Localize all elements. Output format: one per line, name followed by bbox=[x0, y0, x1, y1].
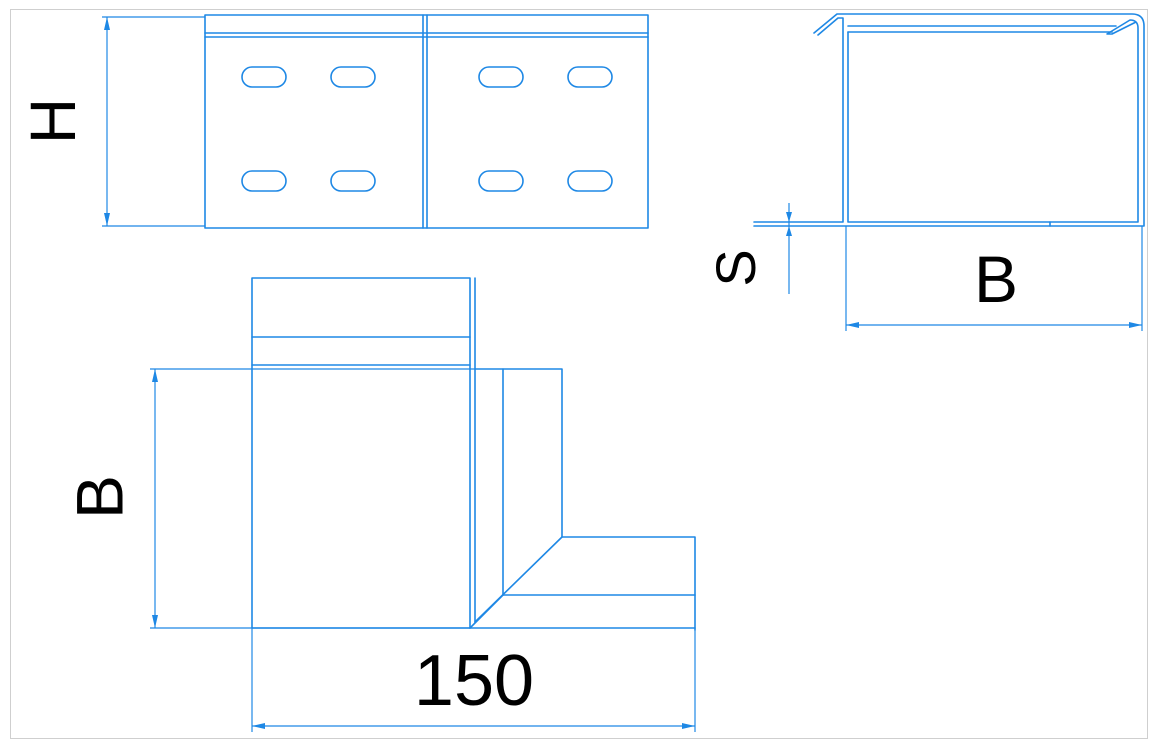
slot-holes bbox=[241, 66, 613, 192]
dimension-s-label: S bbox=[704, 249, 767, 286]
plan-view: B 150 bbox=[62, 277, 696, 732]
slot-hole bbox=[567, 66, 613, 88]
dimension-b-plan-label: B bbox=[62, 475, 136, 519]
front-view-outline bbox=[204, 14, 649, 229]
dimension-h: H bbox=[17, 16, 205, 227]
front-view: H bbox=[17, 14, 649, 229]
slot-hole bbox=[330, 66, 376, 88]
slot-hole bbox=[478, 66, 524, 88]
dimension-150: 150 bbox=[251, 628, 696, 732]
side-view: S B bbox=[704, 13, 1145, 331]
slot-hole bbox=[241, 170, 287, 192]
dimension-s: S bbox=[704, 203, 792, 294]
side-view-profile bbox=[753, 13, 1145, 227]
slot-hole bbox=[478, 170, 524, 192]
dimension-150-label: 150 bbox=[414, 641, 534, 721]
slot-hole bbox=[241, 66, 287, 88]
plan-view-outline bbox=[251, 277, 696, 631]
dimension-b-side: B bbox=[845, 226, 1143, 331]
slot-hole bbox=[567, 170, 613, 192]
dimension-h-label: H bbox=[17, 98, 89, 144]
slot-hole bbox=[330, 170, 376, 192]
dimension-b-side-label: B bbox=[974, 242, 1018, 316]
dimension-b-plan: B bbox=[62, 368, 475, 629]
drawing-frame bbox=[10, 9, 1148, 739]
